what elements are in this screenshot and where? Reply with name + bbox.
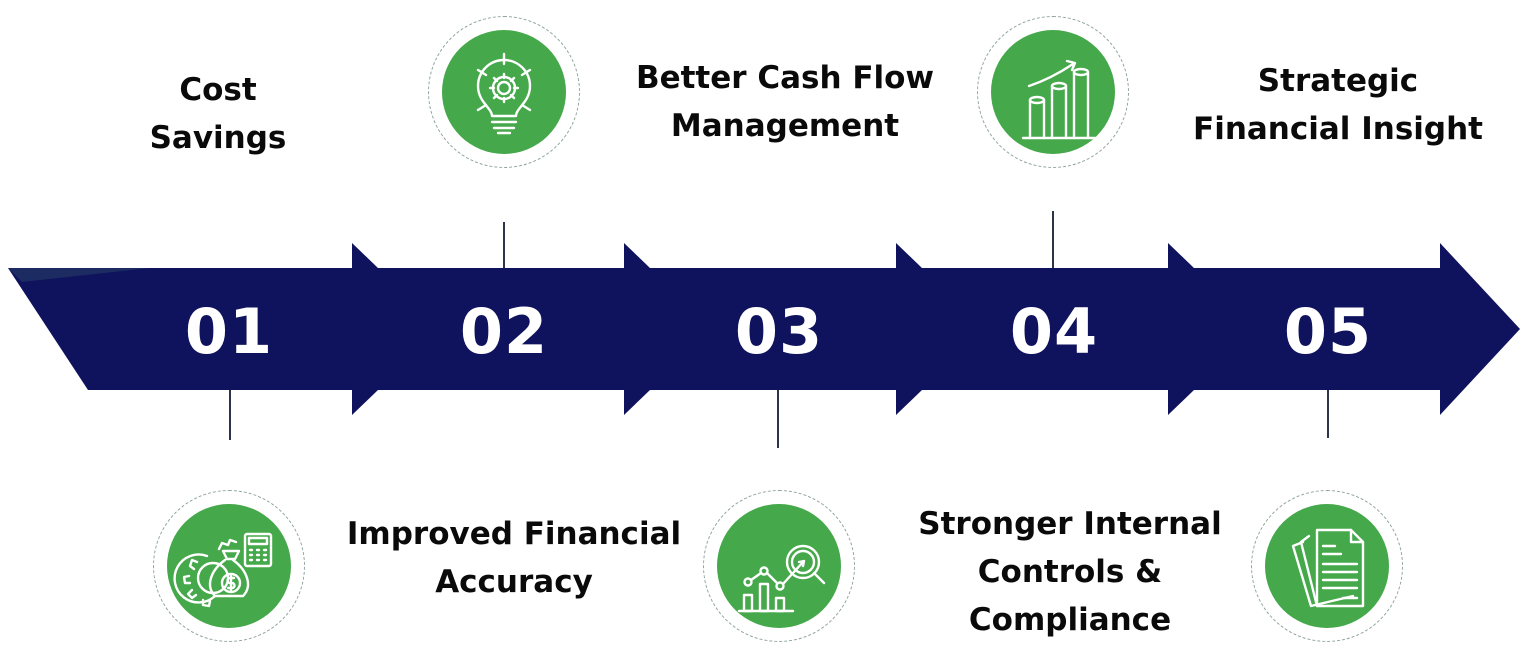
step-number-04: 04 bbox=[1009, 295, 1099, 368]
step-number-01: 01 bbox=[184, 295, 274, 368]
step-label-02: Improved Financial Accuracy bbox=[324, 510, 704, 606]
step-number-05: 05 bbox=[1283, 295, 1373, 368]
dashed-ring bbox=[703, 490, 855, 642]
label-line: Improved Financial bbox=[346, 516, 682, 552]
label-line: Compliance bbox=[968, 602, 1172, 638]
arrow-segment-1 bbox=[8, 243, 378, 415]
connector-03 bbox=[777, 390, 779, 448]
arrow-segment-4 bbox=[922, 243, 1194, 415]
dashed-ring bbox=[428, 16, 580, 168]
lightbulb-gear-icon bbox=[476, 52, 532, 135]
money-bag-gear-calculator-icon bbox=[173, 532, 273, 608]
connector-02 bbox=[503, 222, 505, 268]
label-line: Cost bbox=[179, 72, 257, 108]
connector-04 bbox=[1052, 211, 1054, 268]
step-label-03: Better Cash Flow Management bbox=[610, 54, 960, 150]
step-label-01: Cost Savings bbox=[118, 66, 318, 162]
step-number-03: 03 bbox=[734, 295, 824, 368]
label-line: Accuracy bbox=[435, 564, 593, 600]
connector-05 bbox=[1327, 390, 1329, 438]
label-line: Strategic bbox=[1257, 63, 1419, 99]
arrow-segment-2 bbox=[378, 243, 650, 415]
label-line: Management bbox=[670, 108, 900, 144]
arrow-segment-3 bbox=[650, 243, 922, 415]
dashed-ring bbox=[1251, 490, 1403, 642]
step-label-05: Strategic Financial Insight bbox=[1168, 57, 1508, 153]
arrow-segment-5 bbox=[1194, 243, 1520, 415]
step-icon-02 bbox=[428, 16, 580, 168]
growth-bar-chart-icon bbox=[1021, 59, 1097, 140]
connector-01 bbox=[229, 390, 231, 440]
label-line: Better Cash Flow bbox=[635, 60, 935, 96]
label-line: Controls & bbox=[977, 554, 1163, 590]
dashed-ring bbox=[153, 490, 305, 642]
step-icon-04 bbox=[977, 16, 1129, 168]
dashed-ring bbox=[977, 16, 1129, 168]
label-line: Stronger Internal bbox=[918, 506, 1222, 542]
step-icon-03 bbox=[703, 490, 855, 642]
icon-circle bbox=[1265, 504, 1389, 628]
step-icon-05 bbox=[1251, 490, 1403, 642]
document-stack-icon bbox=[1291, 528, 1365, 608]
step-number-02: 02 bbox=[459, 295, 549, 368]
step-label-04: Stronger Internal Controls & Compliance bbox=[895, 500, 1245, 644]
icon-circle bbox=[717, 504, 841, 628]
label-line: Financial Insight bbox=[1193, 111, 1483, 147]
step-icon-01 bbox=[153, 490, 305, 642]
chart-magnifier-icon bbox=[737, 544, 826, 613]
label-line: Savings bbox=[149, 120, 287, 156]
